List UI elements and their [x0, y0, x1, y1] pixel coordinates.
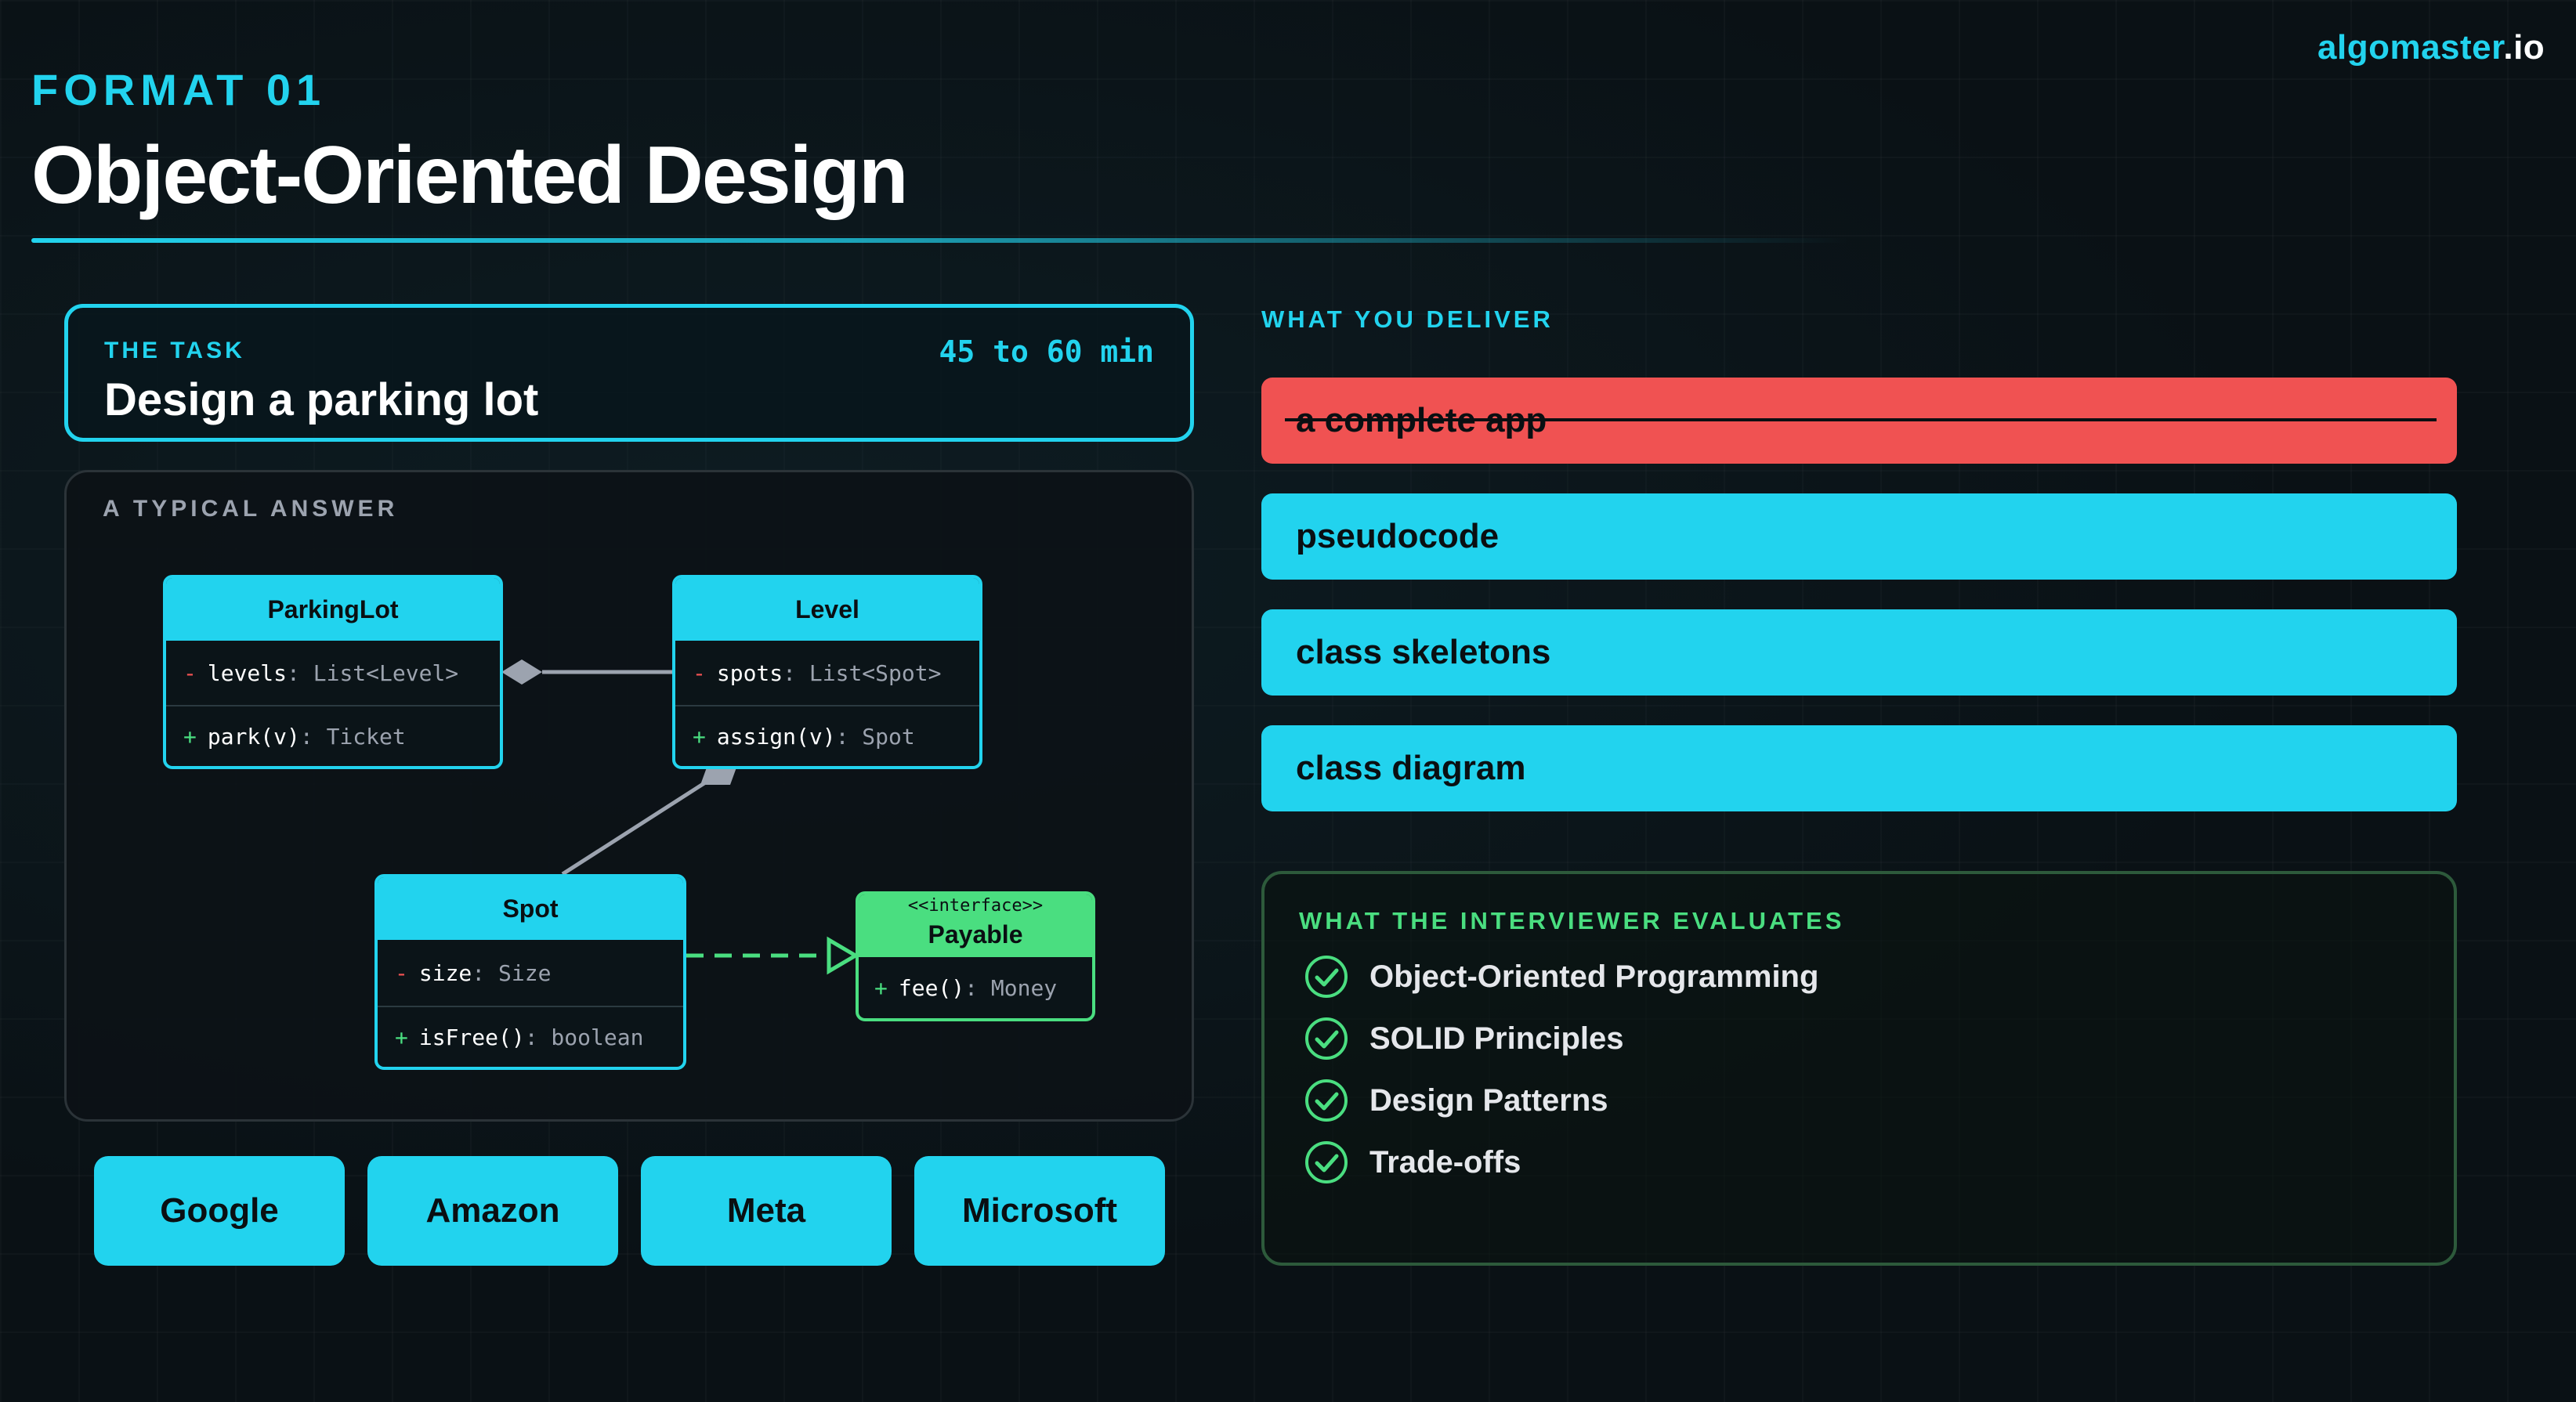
evaluation-item-label: Trade-offs — [1369, 1144, 1521, 1180]
deliver-item-label: class skeletons — [1296, 633, 1551, 671]
check-circle-icon — [1305, 1079, 1348, 1122]
company-google[interactable]: Google — [94, 1156, 345, 1266]
evaluation-item-label: Object-Oriented Programming — [1369, 959, 1819, 994]
class-parkinglot: ParkingLot - levels : List<Level> + park… — [163, 575, 503, 769]
check-circle-icon — [1305, 956, 1348, 998]
deliver-item-label: pseudocode — [1296, 517, 1500, 555]
evaluation-item: Object-Oriented Programming — [1304, 954, 1818, 999]
interface-header: <<interface>> Payable — [859, 894, 1092, 957]
deliver-label: WHAT YOU DELIVER — [1261, 305, 1554, 333]
strikethrough-line — [1285, 418, 2437, 421]
evaluation-item-label: Design Patterns — [1369, 1082, 1608, 1118]
realization-arrowhead — [827, 936, 859, 975]
brand-domain: .io — [2503, 28, 2545, 67]
class-method: + park(v) : Ticket — [166, 705, 500, 766]
class-name: Spot — [378, 877, 683, 940]
evaluation-item-label: SOLID Principles — [1369, 1021, 1624, 1056]
deliver-item-label: class diagram — [1296, 749, 1526, 787]
company-meta[interactable]: Meta — [641, 1156, 892, 1266]
brand-name: algomaster — [2317, 28, 2504, 67]
deliver-item-pseudocode: pseudocode — [1261, 493, 2457, 580]
deliver-item-class-diagram: class diagram — [1261, 725, 2457, 811]
page-title: Object-Oriented Design — [31, 130, 909, 221]
task-label: THE TASK — [104, 338, 245, 363]
composition-line-level-spot — [561, 779, 708, 876]
class-method: + isFree() : boolean — [378, 1006, 683, 1067]
composition-diamond-parkinglot — [501, 659, 542, 685]
evaluation-label: WHAT THE INTERVIEWER EVALUATES — [1299, 907, 1845, 934]
interface-method: + fee() : Money — [874, 974, 1058, 1001]
interface-name: Payable — [928, 920, 1023, 949]
deliver-item-complete-app: a complete app — [1261, 378, 2457, 464]
class-method: + assign(v) : Spot — [675, 705, 979, 766]
task-title: Design a parking lot — [104, 374, 539, 425]
brand-logo: algomaster.io — [2317, 28, 2545, 67]
evaluation-item: Design Patterns — [1304, 1078, 1608, 1123]
task-duration: 45 to 60 min — [939, 334, 1154, 369]
class-name: ParkingLot — [166, 578, 500, 641]
check-circle-icon — [1305, 1017, 1348, 1060]
class-attribute: - levels : List<Level> — [183, 659, 459, 686]
evaluation-item: Trade-offs — [1304, 1140, 1521, 1185]
evaluation-item: SOLID Principles — [1304, 1016, 1624, 1061]
interface-payable: <<interface>> Payable + fee() : Money — [856, 891, 1095, 1021]
task-card: THE TASK 45 to 60 min Design a parking l… — [64, 304, 1194, 442]
format-label: FORMAT 01 — [31, 65, 327, 114]
class-spot: Spot - size : Size + isFree() : boolean — [374, 874, 686, 1070]
class-attribute: - spots : List<Spot> — [693, 659, 942, 686]
evaluation-panel: WHAT THE INTERVIEWER EVALUATES Object-Or… — [1261, 871, 2457, 1266]
deliver-item-class-skeletons: class skeletons — [1261, 609, 2457, 696]
class-attribute: - size : Size — [395, 959, 552, 986]
composition-diamond-level — [700, 768, 736, 785]
title-divider — [31, 238, 1849, 243]
company-amazon[interactable]: Amazon — [367, 1156, 618, 1266]
stereotype-label: <<interface>> — [907, 896, 1044, 916]
class-level: Level - spots : List<Spot> + assign(v) :… — [672, 575, 982, 769]
answer-label: A TYPICAL ANSWER — [103, 496, 399, 522]
company-microsoft[interactable]: Microsoft — [914, 1156, 1165, 1266]
class-name: Level — [675, 578, 979, 641]
check-circle-icon — [1305, 1141, 1348, 1183]
